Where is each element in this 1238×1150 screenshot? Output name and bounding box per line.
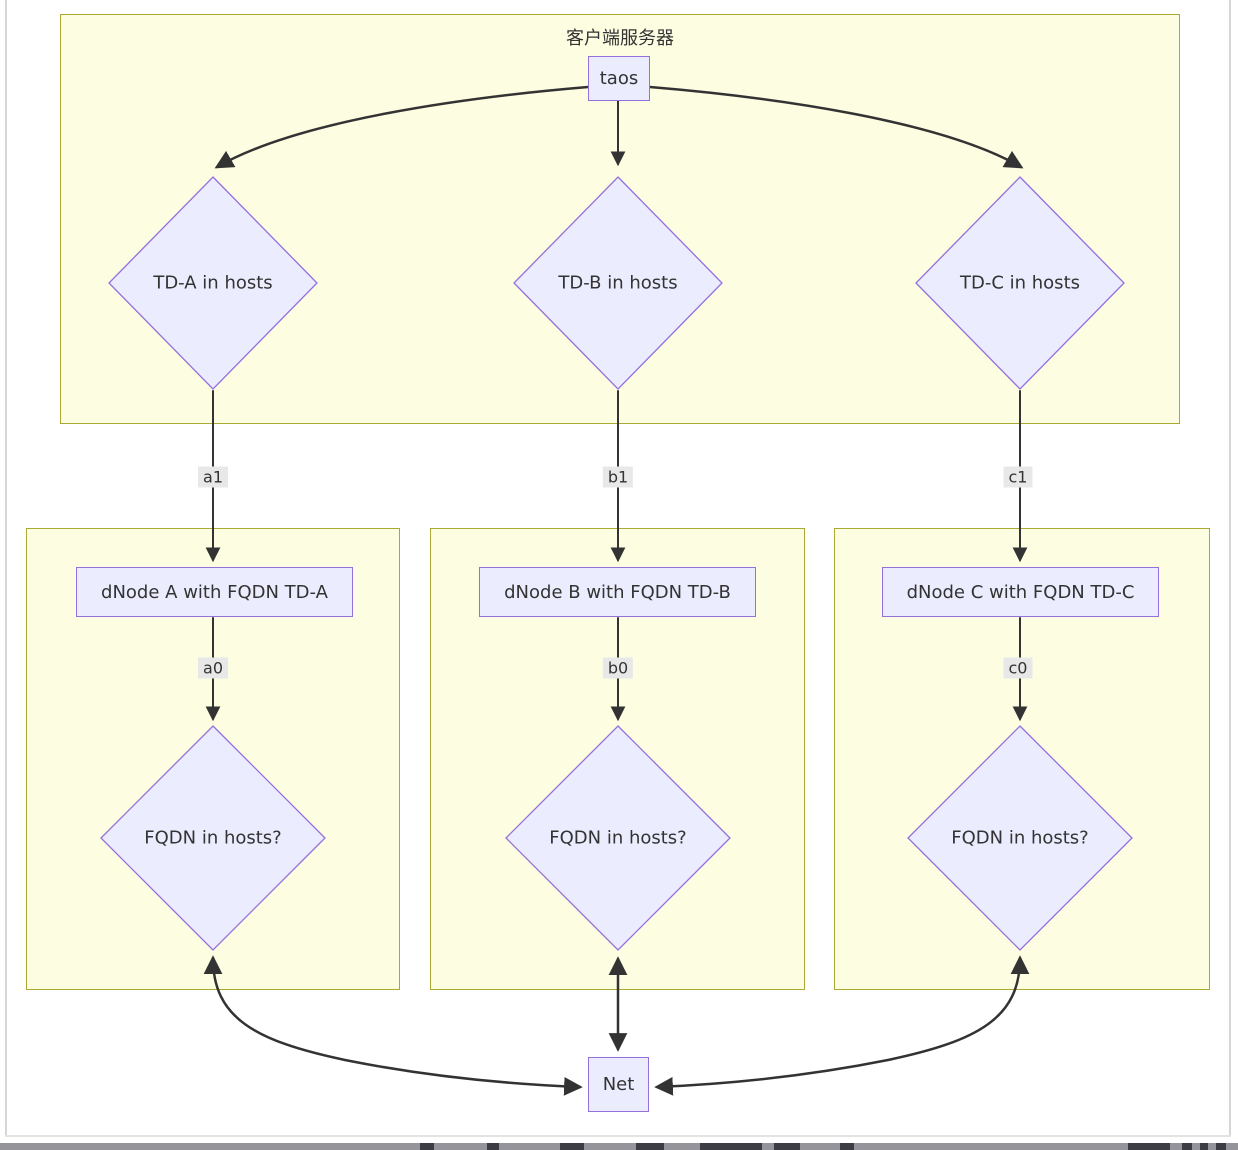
cutoff-content-strip	[0, 1143, 1238, 1150]
edge-label-c1: c1	[1003, 466, 1033, 488]
label-fqdn-c: FQDN in hosts?	[951, 827, 1089, 849]
node-dnode-b: dNode B with FQDN TD-B	[479, 567, 756, 617]
label-fqdn-a: FQDN in hosts?	[144, 827, 282, 849]
cluster-client-server-title: 客户端服务器	[566, 28, 674, 49]
edge-label-b0: b0	[602, 657, 634, 679]
node-net: Net	[588, 1057, 649, 1112]
edge-label-a0: a0	[198, 657, 228, 679]
edge-label-c0: c0	[1003, 657, 1033, 679]
label-fqdn-b: FQDN in hosts?	[549, 827, 687, 849]
edge-label-b1: b1	[602, 466, 634, 488]
label-td-b: TD-B in hosts	[558, 272, 678, 294]
page-right-border	[1229, 0, 1231, 1137]
label-td-a: TD-A in hosts	[153, 272, 273, 294]
page-left-border	[5, 0, 7, 1137]
node-dnode-a: dNode A with FQDN TD-A	[76, 567, 353, 617]
node-dnode-c: dNode C with FQDN TD-C	[882, 567, 1159, 617]
label-td-c: TD-C in hosts	[959, 272, 1081, 294]
panel-bottom-border	[5, 1135, 1231, 1137]
edge-label-a1: a1	[198, 466, 228, 488]
node-taos: taos	[588, 56, 650, 101]
